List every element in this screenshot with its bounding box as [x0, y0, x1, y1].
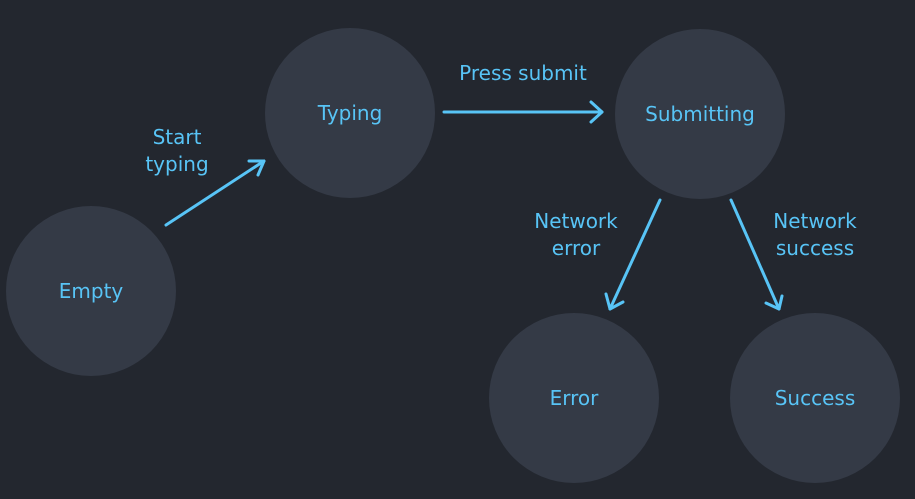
node-typing-label: Typing — [317, 101, 383, 125]
node-typing: Typing — [265, 28, 435, 198]
edge-label-press-submit: Press submit — [443, 60, 603, 87]
edge-label-network-error: Network error — [521, 208, 631, 262]
edge-label-start-typing-line1: Start — [152, 125, 202, 149]
arrow-press-submit — [442, 100, 604, 124]
node-error: Error — [489, 313, 659, 483]
edge-label-network-success-line1: Network — [773, 209, 857, 233]
edge-label-start-typing: Start typing — [127, 124, 227, 178]
edge-label-press-submit-text: Press submit — [459, 61, 587, 85]
edge-label-network-success: Network success — [760, 208, 870, 262]
node-empty: Empty — [6, 206, 176, 376]
node-submitting-label: Submitting — [645, 102, 755, 126]
edge-label-start-typing-line2: typing — [145, 152, 209, 176]
node-success-label: Success — [774, 386, 856, 410]
node-success: Success — [730, 313, 900, 483]
node-error-label: Error — [549, 386, 599, 410]
node-empty-label: Empty — [58, 279, 124, 303]
arrow-network-success — [729, 198, 784, 311]
edge-label-network-success-line2: success — [775, 236, 855, 260]
edge-label-network-error-line1: Network — [534, 209, 618, 233]
node-submitting: Submitting — [615, 29, 785, 199]
edge-label-network-error-line2: error — [551, 236, 601, 260]
arrow-start-typing — [164, 159, 266, 227]
arrow-network-error — [604, 198, 662, 311]
